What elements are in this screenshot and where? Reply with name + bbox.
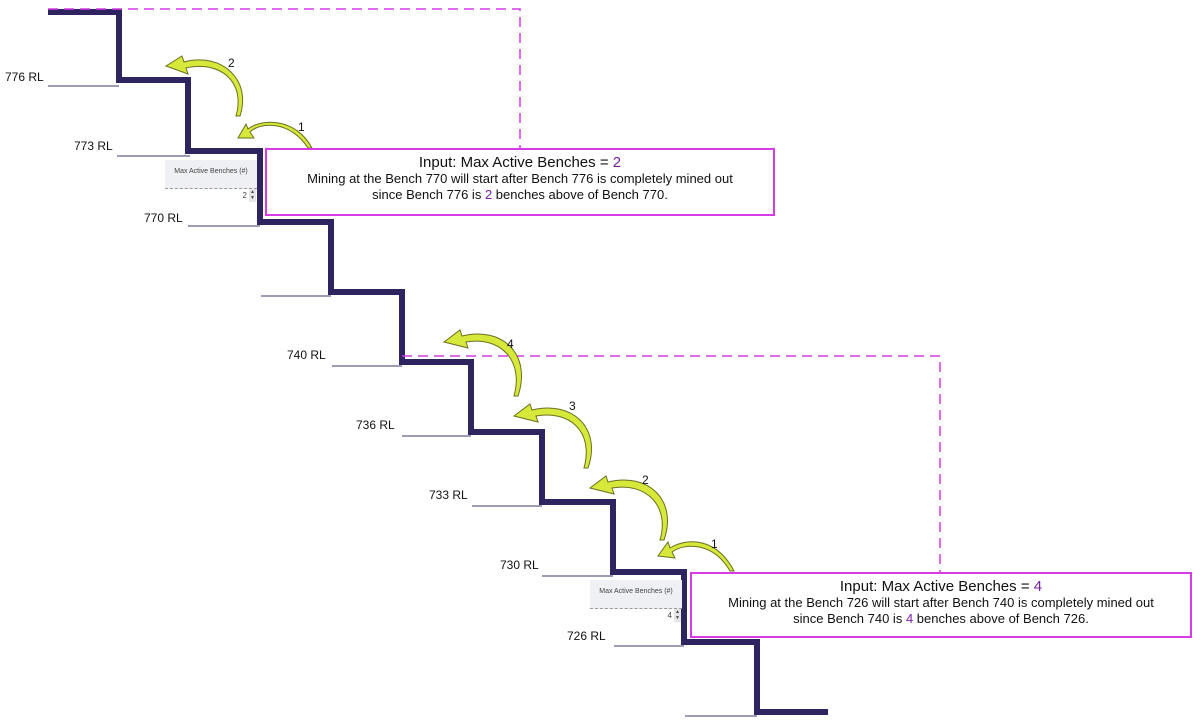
spinner-icon[interactable]: ▲▼ xyxy=(249,189,256,202)
arrow-icon xyxy=(657,540,735,572)
text: is xyxy=(889,611,906,626)
level-label: 773 RL xyxy=(74,139,113,153)
arrow-number: 1 xyxy=(298,120,305,134)
level-label: 730 RL xyxy=(500,558,539,572)
explanation-box-1: Input: Max Active Benches = 2 Mining at … xyxy=(265,148,775,216)
text: Bench 776 xyxy=(531,171,594,186)
level-label: 770 RL xyxy=(144,211,183,225)
text: is xyxy=(468,187,485,202)
staircase xyxy=(48,9,828,715)
explanation-box-2: Input: Max Active Benches = 4 Mining at … xyxy=(690,572,1192,638)
arrow-icon xyxy=(237,121,313,149)
text: benches above of xyxy=(913,611,1024,626)
level-label: 736 RL xyxy=(356,418,395,432)
arrow-number: 2 xyxy=(228,56,235,70)
spinner-icon[interactable]: ▲▼ xyxy=(674,609,681,622)
widget-value[interactable]: 2 xyxy=(242,191,247,200)
text: is completely mined out xyxy=(593,171,733,186)
dashed-range-top xyxy=(48,8,521,150)
arrow-number: 2 xyxy=(642,473,649,487)
max-active-benches-widget[interactable]: Max Active Benches (#) 2 ▲▼ xyxy=(165,160,257,204)
dashed-range-bottom xyxy=(402,355,941,572)
max-active-benches-widget[interactable]: Max Active Benches (#) 4 ▲▼ xyxy=(590,580,682,624)
text: Bench 770 xyxy=(385,171,448,186)
text: . xyxy=(664,187,668,202)
text: Bench 776 xyxy=(406,187,469,202)
box-title: Input: Max Active Benches = xyxy=(418,154,613,171)
text: Bench 740 xyxy=(952,595,1015,610)
text: will start after xyxy=(447,171,532,186)
arrow-number: 1 xyxy=(711,537,718,551)
text: since xyxy=(793,611,828,626)
text: Bench 770 xyxy=(602,187,665,202)
arrow-icon xyxy=(512,403,592,469)
text: 4 xyxy=(905,611,914,626)
text: 2 xyxy=(484,187,493,202)
level-lines xyxy=(48,85,757,717)
text: Mining at the xyxy=(307,171,386,186)
widget-value[interactable]: 4 xyxy=(667,611,672,620)
text: Bench 726 xyxy=(806,595,869,610)
level-label: 740 RL xyxy=(287,348,326,362)
arrow-icon xyxy=(442,329,522,397)
box-title: Input: Max Active Benches = xyxy=(839,578,1034,595)
text: Bench 726 xyxy=(1023,611,1086,626)
widget-label: Max Active Benches (#) xyxy=(590,580,682,609)
text: Mining at the xyxy=(728,595,807,610)
text: . xyxy=(1085,611,1089,626)
text: since xyxy=(372,187,407,202)
yellow-arrows xyxy=(164,55,735,572)
text: benches above of xyxy=(492,187,603,202)
level-label: 726 RL xyxy=(567,629,606,643)
text: is completely mined out xyxy=(1014,595,1154,610)
widget-label: Max Active Benches (#) xyxy=(165,160,257,189)
level-label: 776 RL xyxy=(5,70,44,84)
box-title-value: 2 xyxy=(612,154,622,171)
arrow-icon xyxy=(164,55,244,117)
arrow-icon xyxy=(588,475,668,541)
arrow-number: 3 xyxy=(569,399,576,413)
text: will start after xyxy=(868,595,953,610)
box-title-value: 4 xyxy=(1033,578,1043,595)
level-label: 733 RL xyxy=(429,488,468,502)
text: Bench 740 xyxy=(827,611,890,626)
arrow-number: 4 xyxy=(507,337,514,351)
